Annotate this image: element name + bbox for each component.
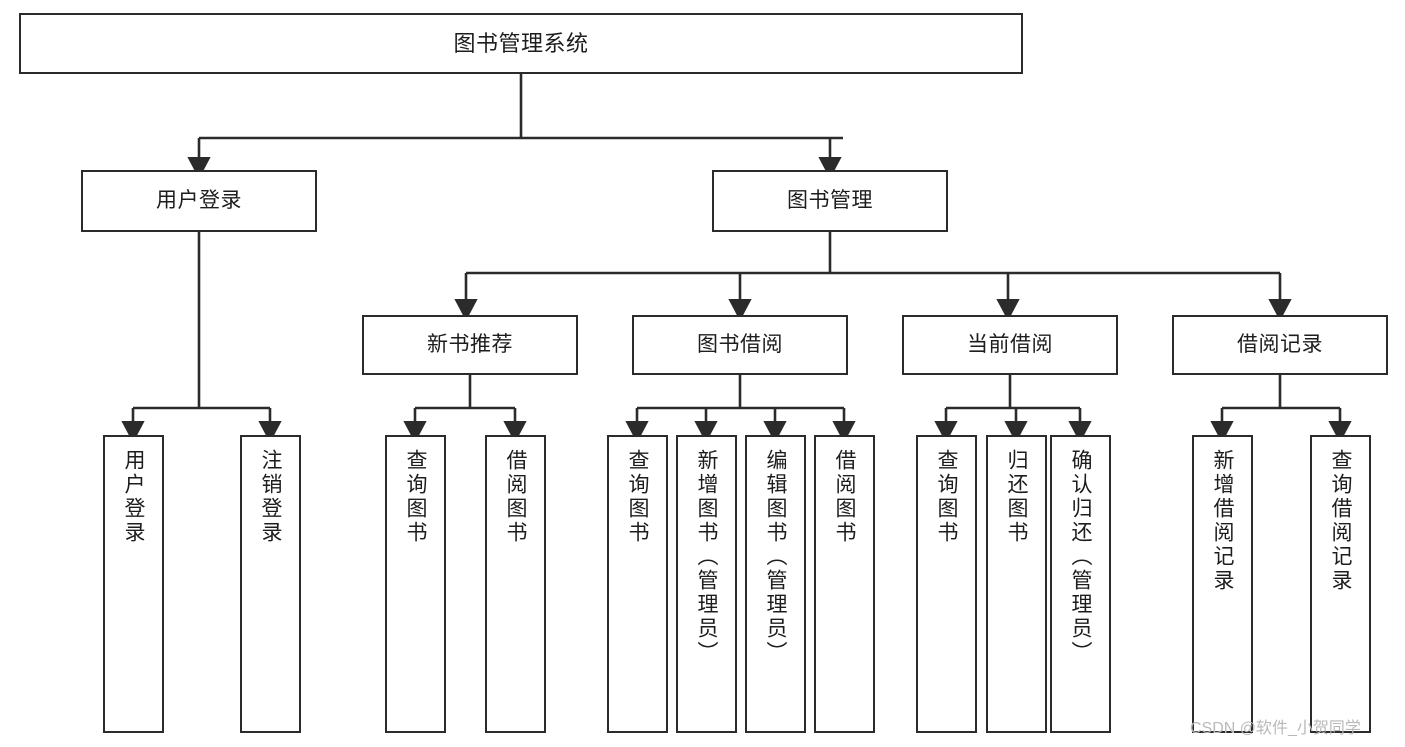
node-current-borrow[interactable]: 当前借阅 [902, 315, 1118, 375]
node-leaf-query-book-recommend[interactable]: 查询图书 [385, 435, 446, 733]
node-label: 用户登录 [156, 188, 242, 212]
node-leaf-add-book-admin[interactable]: 新增图书（管理员） [676, 435, 737, 733]
node-label: 查询借阅记录 [1329, 449, 1352, 593]
node-new-book-recommend[interactable]: 新书推荐 [362, 315, 578, 375]
node-label: 当前借阅 [967, 332, 1053, 356]
node-label: 用户登录 [122, 449, 145, 545]
node-label: 查询图书 [404, 449, 427, 545]
node-label: 新增借阅记录 [1211, 449, 1234, 593]
node-leaf-logout[interactable]: 注销登录 [240, 435, 301, 733]
csdn-watermark: CSDN @软件_小贺同学 [1190, 720, 1361, 737]
node-label: 注销登录 [259, 449, 282, 545]
node-leaf-user-login[interactable]: 用户登录 [103, 435, 164, 733]
node-leaf-add-borrow-record[interactable]: 新增借阅记录 [1192, 435, 1253, 733]
node-label: 新书推荐 [427, 332, 513, 356]
node-label: 确认归还（管理员） [1069, 449, 1092, 665]
node-label: 图书借阅 [697, 332, 783, 356]
node-leaf-query-book-current[interactable]: 查询图书 [916, 435, 977, 733]
node-user-login[interactable]: 用户登录 [81, 170, 317, 232]
node-root-system[interactable]: 图书管理系统 [19, 13, 1023, 74]
node-book-management[interactable]: 图书管理 [712, 170, 948, 232]
node-borrow-record[interactable]: 借阅记录 [1172, 315, 1388, 375]
node-leaf-query-book-borrow[interactable]: 查询图书 [607, 435, 668, 733]
node-label: 查询图书 [935, 449, 958, 545]
node-label: 编辑图书（管理员） [764, 449, 787, 665]
node-leaf-return-book[interactable]: 归还图书 [986, 435, 1047, 733]
node-label: 归还图书 [1005, 449, 1028, 545]
node-label: 查询图书 [626, 449, 649, 545]
node-leaf-confirm-return-admin[interactable]: 确认归还（管理员） [1050, 435, 1111, 733]
node-label: 新增图书（管理员） [695, 449, 718, 665]
node-book-borrow[interactable]: 图书借阅 [632, 315, 848, 375]
node-label: 借阅记录 [1237, 332, 1323, 356]
node-leaf-query-borrow-record[interactable]: 查询借阅记录 [1310, 435, 1371, 733]
node-label: 图书管理系统 [453, 30, 589, 56]
node-label: 图书管理 [787, 188, 873, 212]
node-leaf-borrow-book-recommend[interactable]: 借阅图书 [485, 435, 546, 733]
node-label: 借阅图书 [504, 449, 527, 545]
node-leaf-borrow-book[interactable]: 借阅图书 [814, 435, 875, 733]
node-leaf-edit-book-admin[interactable]: 编辑图书（管理员） [745, 435, 806, 733]
node-label: 借阅图书 [833, 449, 856, 545]
